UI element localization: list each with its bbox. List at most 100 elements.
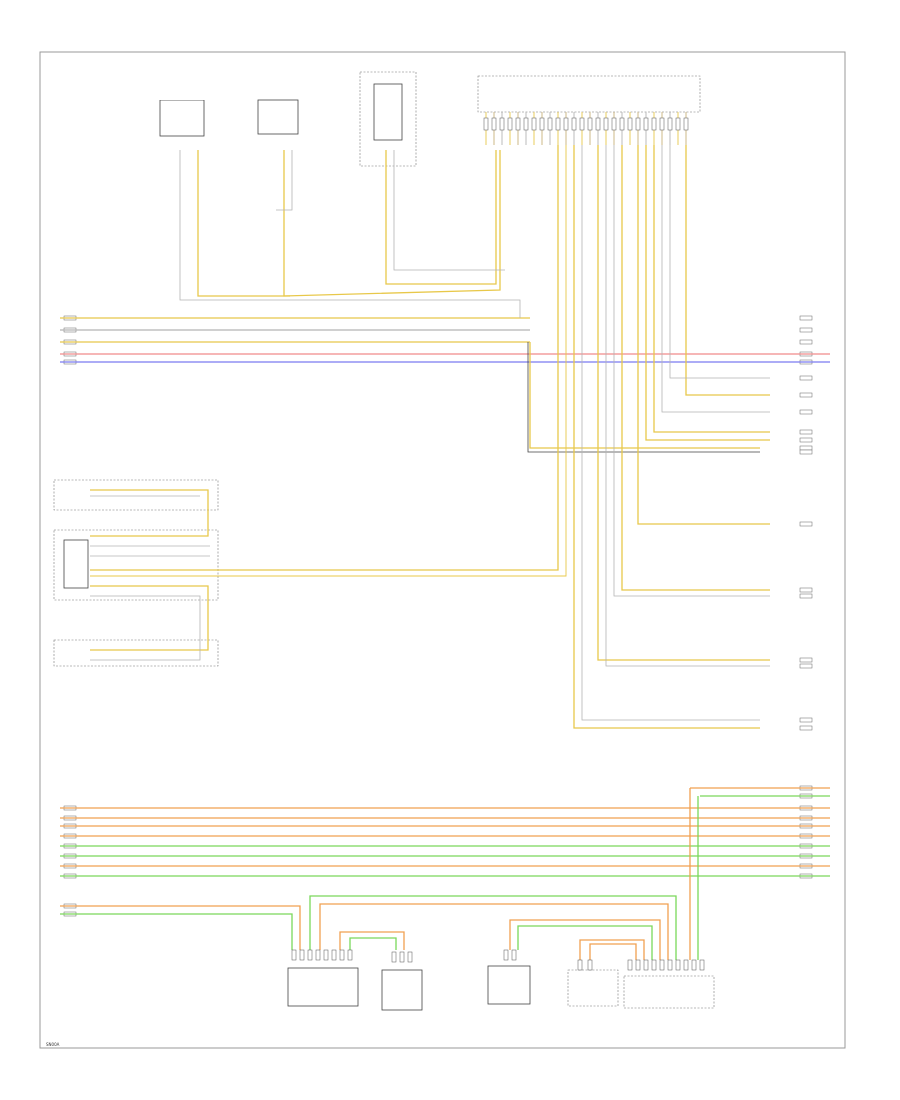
connector-pin-bottom-1-5 bbox=[323, 949, 329, 961]
connector-pin-top-14 bbox=[587, 117, 593, 131]
wire-to-lower-right bbox=[573, 145, 760, 729]
right-connector-terminal-3 bbox=[799, 339, 813, 345]
wire-comp3-a bbox=[385, 150, 497, 285]
connector-block-top-right bbox=[477, 75, 701, 113]
connector-pin-bottom-5-3 bbox=[643, 959, 649, 971]
connector-pin-top-11 bbox=[563, 117, 569, 131]
bottom-wire-e bbox=[339, 931, 405, 950]
right-branch-wire-2 bbox=[653, 145, 770, 433]
connector-pin-bottom-5-6 bbox=[667, 959, 673, 971]
right-connector-terminal-8 bbox=[799, 409, 813, 415]
connector-pin-bottom-3-2 bbox=[511, 949, 517, 961]
connector-pin-top-16 bbox=[603, 117, 609, 131]
bottom-wire-g bbox=[509, 919, 661, 960]
top-bus-wire-extension bbox=[529, 342, 760, 449]
wire-to-left-module-b bbox=[90, 145, 567, 577]
right-branch-grey-2 bbox=[661, 145, 770, 413]
right-branch-grey-1 bbox=[669, 145, 770, 379]
right-connector-terminal-18 bbox=[799, 717, 813, 723]
connector-pin-bottom-5-5 bbox=[659, 959, 665, 971]
bottom-wire-i bbox=[589, 943, 637, 960]
right-branch-wire-5 bbox=[621, 145, 770, 591]
connector-pin-top-9 bbox=[547, 117, 553, 131]
component-left-upper bbox=[53, 479, 219, 511]
wire-to-left-module bbox=[90, 145, 559, 571]
left-center-wire-c bbox=[90, 585, 209, 651]
wire-comp3-b bbox=[393, 150, 505, 271]
right-branch-grey-3 bbox=[613, 145, 770, 597]
right-connector-terminal-19 bbox=[799, 725, 813, 731]
connector-pin-top-25 bbox=[675, 117, 681, 131]
right-connector-terminal-15 bbox=[799, 593, 813, 599]
connector-pin-bottom-1-8 bbox=[347, 949, 353, 961]
connector-pin-top-21 bbox=[643, 117, 649, 131]
component-top-left bbox=[156, 64, 208, 137]
connector-pin-bottom-5-7 bbox=[675, 959, 681, 971]
top-bus-wire-black bbox=[527, 342, 760, 453]
connector-pin-top-4 bbox=[507, 117, 513, 131]
left-center-wire-d bbox=[90, 595, 201, 661]
wire-comp1-a bbox=[179, 150, 521, 318]
diagram-frame bbox=[39, 51, 846, 1049]
connector-pin-top-3 bbox=[499, 117, 505, 131]
right-branch-grey-4 bbox=[605, 145, 770, 667]
wire-to-lower-right-b bbox=[581, 145, 760, 721]
connector-pin-top-17 bbox=[611, 117, 617, 131]
bottom-wire-j bbox=[579, 939, 645, 960]
right-branch-wire-6 bbox=[597, 145, 770, 661]
component-top-3 bbox=[359, 71, 417, 167]
component-bottom-5 bbox=[623, 975, 715, 1009]
connector-pin-top-20 bbox=[635, 117, 641, 131]
right-branch-wire-3 bbox=[645, 145, 770, 441]
component-left-center bbox=[53, 529, 219, 601]
component-bottom-1 bbox=[287, 967, 359, 1007]
bottom-wire-d bbox=[319, 903, 669, 960]
component-bottom-3 bbox=[487, 965, 531, 1005]
connector-pin-bottom-1-7 bbox=[339, 949, 345, 961]
right-connector-terminal-10 bbox=[799, 437, 813, 443]
connector-pin-top-2 bbox=[491, 117, 497, 131]
connector-pin-top-22 bbox=[651, 117, 657, 131]
bottom-wire-h bbox=[517, 925, 653, 960]
connector-pin-bottom-5-4 bbox=[651, 959, 657, 971]
wire-comp2-b bbox=[276, 150, 293, 211]
component-top-2 bbox=[257, 99, 299, 135]
diagram-id-label: SN00A bbox=[46, 1042, 60, 1047]
connector-pin-top-12 bbox=[571, 117, 577, 131]
connector-pin-top-23 bbox=[659, 117, 665, 131]
connector-pin-bottom-2-3 bbox=[407, 951, 413, 963]
connector-pin-top-1 bbox=[483, 117, 489, 131]
left-upper-wire-a bbox=[90, 489, 209, 537]
connector-pin-bottom-1-3 bbox=[307, 949, 313, 961]
connector-pin-bottom-3-1 bbox=[503, 949, 509, 961]
bottom-wire-f bbox=[349, 937, 397, 950]
right-connector-terminal-13 bbox=[799, 521, 813, 527]
connector-pin-top-6 bbox=[523, 117, 529, 131]
connector-pin-top-7 bbox=[531, 117, 537, 131]
right-connector-terminal-2 bbox=[799, 327, 813, 333]
connector-pin-top-13 bbox=[579, 117, 585, 131]
connector-pin-top-19 bbox=[627, 117, 633, 131]
right-connector-terminal-12 bbox=[799, 449, 813, 455]
connector-pin-top-26 bbox=[683, 117, 689, 131]
component-left-lower bbox=[53, 639, 219, 667]
connector-pin-bottom-2-1 bbox=[391, 951, 397, 963]
right-connector-terminal-1 bbox=[799, 315, 813, 321]
right-branch-wire-1 bbox=[685, 145, 770, 396]
connector-pin-bottom-1-4 bbox=[315, 949, 321, 961]
bottom-wire-c bbox=[309, 895, 677, 960]
right-connector-terminal-7 bbox=[799, 392, 813, 398]
connector-pin-bottom-2-2 bbox=[399, 951, 405, 963]
connector-pin-bottom-4-2 bbox=[587, 959, 593, 971]
right-connector-terminal-16 bbox=[799, 657, 813, 663]
connector-pin-bottom-4-1 bbox=[577, 959, 583, 971]
right-branch-wire-4 bbox=[637, 145, 770, 525]
connector-pin-bottom-1-6 bbox=[331, 949, 337, 961]
right-connector-terminal-14 bbox=[799, 587, 813, 593]
bottom-wire-b bbox=[60, 913, 293, 950]
connector-pin-bottom-5-8 bbox=[683, 959, 689, 971]
right-connector-terminal-6 bbox=[799, 375, 813, 381]
wires bbox=[60, 112, 830, 971]
connector-pin-bottom-5-10 bbox=[699, 959, 705, 971]
